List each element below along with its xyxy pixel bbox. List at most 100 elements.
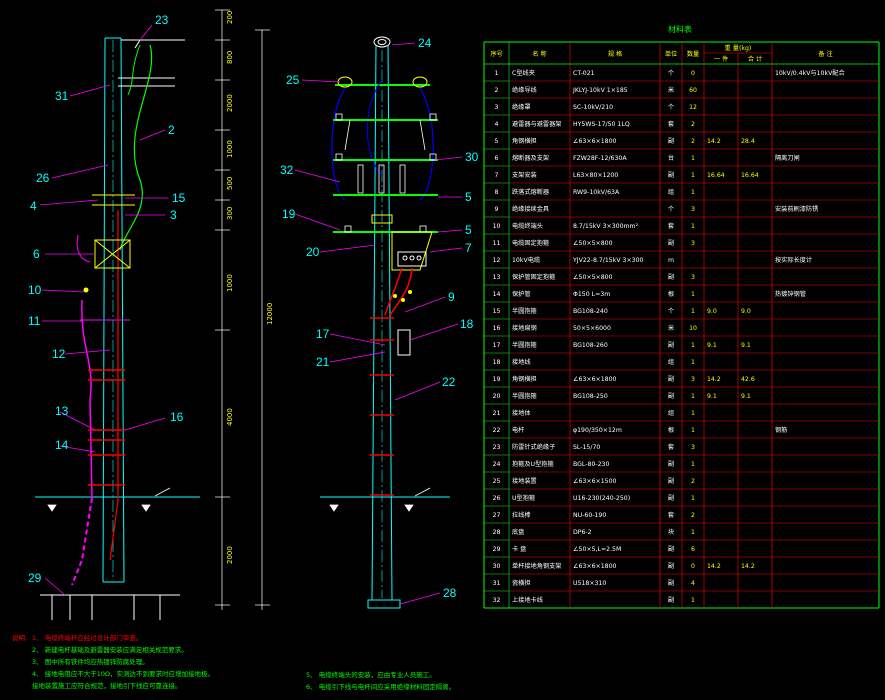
table-cell-name: 上接地卡线 (512, 596, 543, 604)
callout-5-upper: 5 (465, 190, 472, 204)
table-cell-unit: 块 (668, 528, 674, 536)
table-cell-name: 半圆抱箍 (512, 392, 537, 400)
callout-28: 28 (443, 586, 457, 600)
left-pole-labels: 23 31 2 26 15 4 3 6 10 11 12 13 16 14 29 (28, 13, 186, 585)
callout-25: 25 (286, 73, 300, 87)
table-cell-weight-each: 14.2 (707, 376, 721, 383)
table-cell-qty: 0 (691, 70, 695, 77)
dim-12000: 12000 (266, 303, 274, 325)
table-cell-qty: 1 (691, 427, 695, 434)
note-2: 2、 新建电杆基础及避雷器安装应满足相关规范要求。 (32, 645, 188, 654)
table-cell-remark: 10kV/0.4kV与10kV配合 (775, 69, 845, 77)
table-cell-index: 26 (493, 495, 501, 502)
callout-6: 6 (33, 247, 40, 261)
callout-23: 23 (155, 13, 169, 27)
table-cell-name: 抱箍及U型抱箍 (512, 460, 554, 468)
table-cell-spec: 50×5×6000 (573, 325, 611, 332)
dim-500: 500 (226, 177, 234, 190)
table-cell-index: 20 (493, 393, 501, 400)
table-cell-name: 底盘 (512, 528, 524, 536)
callout-21: 21 (316, 355, 330, 369)
table-cell-remark: 安装前刷漆防锈 (775, 205, 818, 213)
callout-10: 10 (28, 283, 42, 297)
note-6: 6、 电缆引下线与电杆间应采用绝缘材料固定隔离。 (306, 682, 455, 691)
table-cell-qty: 1 (691, 172, 695, 179)
table-cell-name: 接地装置 (512, 477, 537, 485)
note-1: 1、 电缆终端杆应经过设计部门审查。 (32, 633, 142, 642)
table-cell-spec: BG108-260 (573, 342, 608, 349)
table-cell-qty: 1 (691, 495, 695, 502)
table-cell-unit: 套 (668, 511, 674, 519)
left-pole-view (35, 24, 200, 620)
table-cell-name: 熔断器及支架 (512, 154, 549, 162)
table-cell-name: 接地体 (512, 409, 531, 417)
callout-15: 15 (172, 191, 186, 205)
table-cell-name: 半圆抱箍 (512, 341, 537, 349)
callout-20: 20 (306, 245, 320, 259)
callout-12: 12 (52, 347, 66, 361)
table-cell-unit: 副 (668, 273, 674, 281)
table-cell-qty: 3 (691, 376, 695, 383)
table-cell-unit: 副 (668, 375, 674, 383)
table-cell-unit: 组 (668, 409, 674, 417)
callout-17: 17 (316, 327, 330, 341)
table-cell-name: 跌落式熔断器 (512, 188, 550, 196)
table-cell-weight-total: 9.1 (741, 393, 751, 400)
table-cell-spec: ∠63×6×1800 (573, 376, 617, 383)
table-cell-name: 绝缘罩 (512, 103, 531, 111)
table-cell-unit: 台 (668, 154, 674, 162)
table-cell-unit: 组 (668, 188, 674, 196)
table-cell-qty: 12 (689, 104, 697, 111)
table-cell-name: 接地扁钢 (512, 324, 537, 332)
table-cell-unit: 副 (668, 477, 674, 485)
table-cell-remark: 按实际长度计 (775, 256, 812, 264)
table-cell-qty: 1 (691, 461, 695, 468)
table-cell-name: 角钢横担 (512, 137, 537, 145)
dim-800: 800 (226, 51, 234, 64)
callout-5-lower: 5 (465, 223, 472, 237)
table-cell-name: U型抱箍 (512, 494, 535, 502)
table-cell-spec: ∠50×5×800 (573, 240, 613, 247)
table-cell-qty: 1 (691, 359, 695, 366)
table-cell-unit: 套 (668, 120, 674, 128)
table-header-index: 序号 (490, 50, 502, 58)
table-cell-qty: 2 (691, 512, 695, 519)
table-cell-index: 5 (495, 138, 499, 145)
dim-4000: 4000 (226, 408, 234, 426)
table-header-weight-total: 合 计 (748, 55, 762, 63)
table-cell-spec: RW9-10kV/63A (573, 189, 620, 196)
table-cell-spec: HY5WS-17/50 1LQ (573, 121, 630, 128)
table-cell-weight-each: 9.1 (707, 393, 717, 400)
table-cell-unit: 个 (668, 70, 674, 77)
table-cell-index: 28 (493, 529, 501, 536)
table-cell-qty: 1 (691, 308, 695, 315)
table-cell-spec: YJV22-8.7/15kV 3×300 (572, 257, 644, 264)
table-cell-index: 21 (493, 410, 501, 417)
callout-18: 18 (460, 317, 474, 331)
table-header-spec: 规 格 (608, 50, 623, 58)
callout-24: 24 (418, 36, 432, 50)
table-cell-qty: 6 (691, 546, 695, 553)
table-cell-weight-total: 16.64 (741, 172, 759, 179)
table-cell-index: 32 (493, 597, 501, 604)
table-cell-qty: 60 (689, 87, 697, 94)
table-cell-unit: 米 (668, 324, 674, 332)
table-cell-spec: ∠50×5,L=2.5M (573, 546, 621, 553)
table-cell-name: 电缆终端头 (512, 222, 543, 230)
table-cell-index: 16 (493, 325, 501, 332)
table-header-weight: 重 量(kg) (725, 44, 752, 52)
table-cell-qty: 1 (691, 155, 695, 162)
table-cell-unit: 个 (668, 104, 674, 111)
table-cell-remark: 隔离刀闸 (775, 154, 800, 162)
table-header-weight-each: 一 件 (714, 55, 728, 63)
notes-left: 说明: 1、 电缆终端杆应经过设计部门审查。 2、 新建电杆基础及避雷器安装应满… (12, 633, 214, 690)
callout-26: 26 (36, 171, 50, 185)
callout-7: 7 (465, 241, 472, 255)
table-cell-qty: 1 (691, 223, 695, 230)
table-cell-weight-each: 9.1 (707, 342, 717, 349)
table-cell-index: 15 (493, 308, 501, 315)
table-cell-unit: 副 (668, 171, 674, 179)
table-cell-name: 半圆抱箍 (512, 307, 537, 315)
table-cell-spec: CT-021 (573, 70, 595, 77)
table-cell-weight-total: 42.6 (741, 376, 755, 383)
